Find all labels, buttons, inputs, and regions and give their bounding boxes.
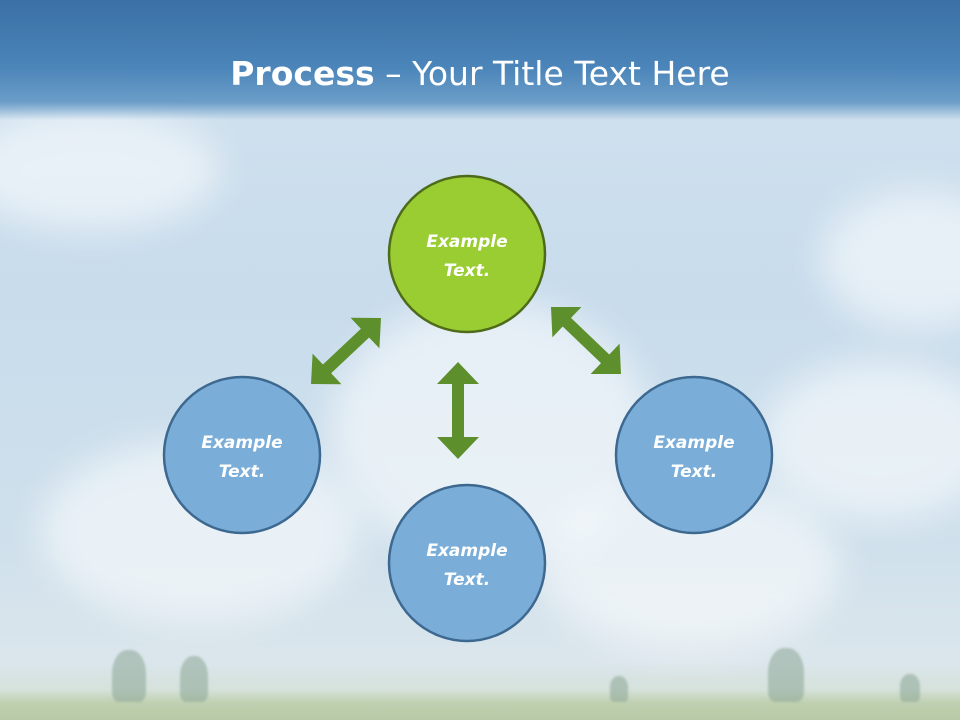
title-bold-part: Process — [230, 54, 375, 93]
title-rest-part: – Your Title Text Here — [374, 54, 730, 93]
tree — [180, 656, 208, 702]
title-banner — [0, 0, 960, 120]
node-top-circle — [387, 174, 547, 334]
node-right-label-line2: Text. — [671, 462, 717, 482]
node-top-label-line1: Example — [426, 232, 507, 252]
arrow-top-bottom-double-arrow — [437, 362, 479, 459]
tree — [900, 674, 920, 702]
node-left-label-line1: Example — [201, 433, 282, 453]
tree — [610, 676, 628, 702]
node-left-circle — [162, 375, 322, 535]
node-right-circle — [614, 375, 774, 535]
arrow-top-right-double-arrow — [551, 307, 621, 374]
node-bottom-label-line2: Text. — [444, 570, 490, 590]
arrow-top-left-double-arrow — [311, 317, 381, 385]
node-top-label-line2: Text. — [444, 261, 490, 281]
cloud — [760, 360, 960, 520]
tree — [112, 650, 146, 702]
node-bottom-circle — [387, 483, 547, 643]
node-right-label-line1: Example — [653, 433, 734, 453]
nodes-layer: ExampleText.ExampleText.ExampleText.Exam… — [162, 174, 774, 643]
cloud — [0, 110, 220, 230]
arrows-layer — [311, 307, 621, 459]
tree — [768, 648, 804, 702]
node-bottom-label-line1: Example — [426, 541, 507, 561]
slide-title: Process – Your Title Text Here — [0, 54, 960, 94]
node-left-label-line2: Text. — [219, 462, 265, 482]
